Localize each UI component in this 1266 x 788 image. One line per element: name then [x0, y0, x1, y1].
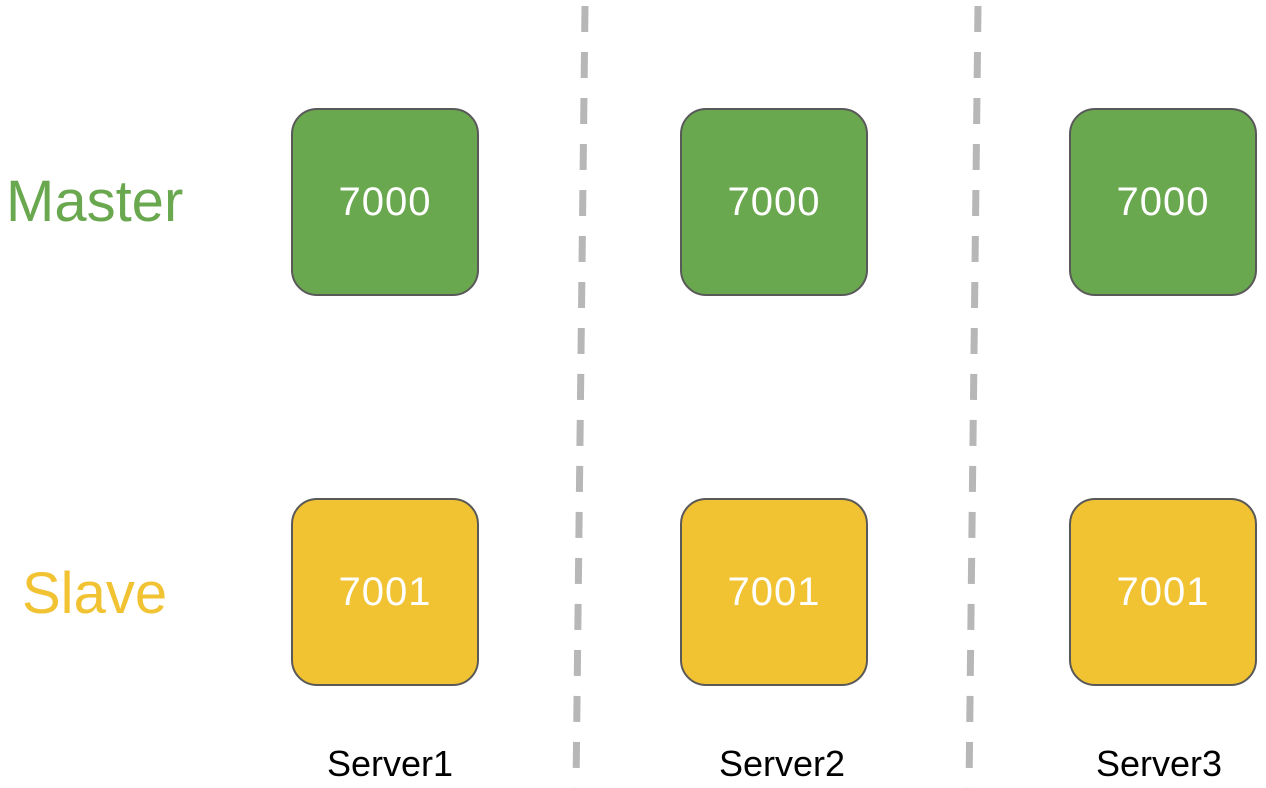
server1-label: Server1 [326, 743, 454, 784]
server2-master-node: 7000 [680, 108, 868, 296]
server2-label: Server2 [718, 743, 846, 784]
server2-slave-node: 7001 [680, 498, 868, 686]
server1-master-node: 7000 [291, 108, 479, 296]
server3-master-port: 7000 [1116, 179, 1210, 224]
slave-row-label: Slave [22, 561, 168, 626]
server3-master-node: 7000 [1069, 108, 1257, 296]
server3-label: Server3 [1095, 743, 1223, 784]
server2-master-port: 7000 [727, 179, 821, 224]
server1-slave-port: 7001 [338, 569, 432, 614]
server2-slave-port: 7001 [727, 569, 821, 614]
master-row-label: Master [6, 169, 184, 234]
server3-slave-node: 7001 [1069, 498, 1257, 686]
divider-line-2 [965, 5, 982, 788]
server3-slave-port: 7001 [1116, 569, 1210, 614]
divider-line-1 [572, 5, 589, 788]
server1-master-port: 7000 [338, 179, 432, 224]
server1-slave-node: 7001 [291, 498, 479, 686]
